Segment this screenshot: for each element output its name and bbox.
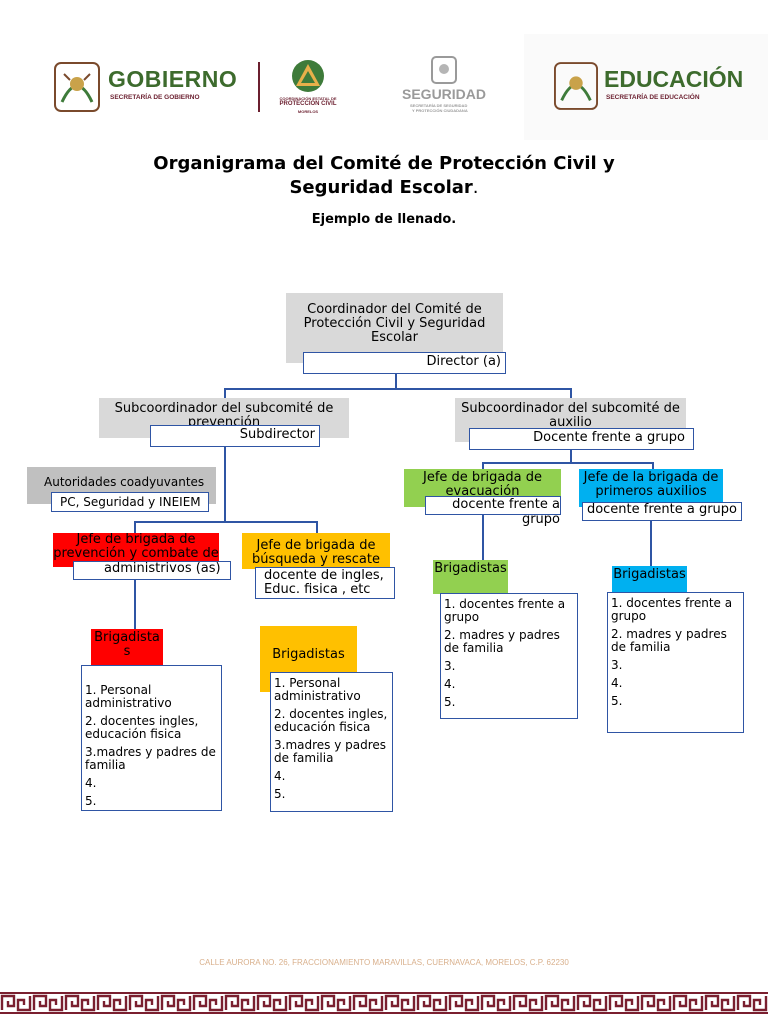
coordinator-value: Director (a) (426, 354, 501, 369)
connector (224, 447, 226, 522)
connector (482, 462, 484, 470)
connector (650, 521, 652, 567)
list-item: 4. (85, 776, 97, 790)
sub-prevention-field: Subdirector (150, 425, 320, 447)
logo-educacion-subtitle: SECRETARÍA DE EDUCACIÓN (606, 94, 700, 101)
list-item: 1. docentes frente a grupo (611, 596, 733, 623)
list-item: 5. (444, 695, 456, 709)
authorities-value: PC, Seguridad y INEIEM (60, 495, 201, 509)
list-item: 4. (274, 769, 286, 783)
connector (482, 515, 484, 563)
seguridad-logo: SEGURIDAD SECRETARÍA DE SEGURIDAD Y PROT… (400, 56, 490, 116)
sub-prevention-value: Subdirector (239, 427, 315, 442)
authorities-title: Autoridades coadyuvantes (44, 475, 205, 489)
sub-aid-field: Docente frente a grupo (469, 428, 694, 450)
connector (570, 388, 572, 400)
list-item: 2. madres y padres de familia (611, 627, 727, 654)
list-item: 2. docentes ingles, educación fisica (274, 707, 388, 734)
firstaid-brigade-field: docente frente a grupo (582, 502, 742, 521)
title-line-2-wrap: Seguridad Escolar. (100, 176, 668, 200)
list-item: 3.madres y padres de familia (274, 738, 387, 765)
list-item: 1. docentes frente a grupo (444, 597, 566, 624)
evac-brigadistas-list: 1. docentes frente a grupo 2. madres y p… (440, 593, 578, 719)
search-brigadistas-list: 1. Personal administrativo 2. docentes i… (270, 672, 393, 812)
title-period: . (472, 177, 479, 198)
logo-pc-line2: PROTECCIÓN CIVIL (279, 101, 337, 107)
evac-brigade-field: docente frente a grupo (425, 496, 561, 527)
logo-seguridad-line2: Y PROTECCIÓN CIUDADANA (412, 108, 468, 113)
authorities-field: PC, Seguridad y INEIEM (51, 492, 209, 512)
firstaid-brigadistas-list: 1. docentes frente a grupo 2. madres y p… (607, 592, 744, 733)
educacion-logo: EDUCACIÓN SECRETARÍA DE EDUCACIÓN (524, 34, 768, 140)
search-brigade-title: Jefe de brigada de búsqueda y rescate (252, 538, 380, 567)
connector (482, 462, 653, 464)
connector (570, 449, 572, 463)
evac-brigade-title: Jefe de brigada de evacuación (423, 470, 542, 499)
logo-educacion-title: EDUCACIÓN (604, 66, 744, 92)
logo-seguridad-title: SEGURIDAD (402, 86, 487, 102)
connector (134, 521, 136, 533)
proteccion-civil-logo: COORDINACIÓN ESTATAL DE PROTECCIÓN CIVIL… (272, 58, 352, 118)
list-item: 5. (611, 694, 623, 708)
connector (395, 373, 397, 389)
connector (652, 462, 654, 470)
list-item: 3. (444, 659, 456, 673)
sub-aid-value: Docente frente a grupo (533, 430, 685, 445)
firstaid-brigade-value: docente frente a grupo (586, 502, 737, 517)
civil-protection-icon (292, 60, 324, 92)
connector (134, 579, 136, 629)
sub-aid-title: Subcoordinador del subcomité de auxilio (461, 401, 680, 430)
logo-gobierno-subtitle: SECRETARÍA DE GOBIERNO (110, 94, 200, 101)
firstaid-brigadistas-label: Brigadistas (612, 566, 687, 594)
fire-brigadistas-label: Brigadistas (91, 629, 163, 665)
title-line-1: Organigrama del Comité de Protección Civ… (153, 153, 615, 174)
footer-address: CALLE AURORA NO. 26, FRACCIONAMIENTO MAR… (199, 958, 569, 967)
list-item: 2. docentes ingles, educación fisica (85, 714, 199, 741)
firstaid-brigadistas-text: Brigadistas (613, 567, 686, 582)
evac-brigadistas-text: Brigadistas (434, 561, 507, 576)
list-item: 5. (274, 787, 286, 801)
logo-pc-line3: MORELOS (297, 109, 319, 114)
coordinator-title: Coordinador del Comité de Protección Civ… (303, 302, 486, 345)
gobierno-logo: GOBIERNO SECRETARÍA DE GOBIERNO (54, 60, 304, 116)
fire-brigadistas-list: 1. Personal administrativo 2. docentes i… (81, 665, 222, 811)
firstaid-brigade-box: Jefe de la brigada de primeros auxilios (579, 469, 723, 507)
search-brigade-box: Jefe de brigada de búsqueda y rescate (242, 533, 390, 569)
search-brigade-value: docente de ingles, Educ. fisica , etc (264, 568, 384, 597)
list-item: 4. (611, 676, 623, 690)
coordinator-box: Coordinador del Comité de Protección Civ… (286, 293, 503, 363)
connector (224, 388, 571, 390)
search-brigade-field: docente de ingles, Educ. fisica , etc (255, 567, 395, 599)
logo-gobierno-title: GOBIERNO (108, 66, 238, 92)
logo-divider (258, 62, 260, 112)
document-subtitle: Ejemplo de llenado. (311, 212, 457, 227)
logo-seguridad-line1: SECRETARÍA DE SEGURIDAD (410, 103, 468, 108)
connector (316, 521, 318, 533)
document-title: Organigrama del Comité de Protección Civ… (100, 152, 668, 200)
connector (224, 388, 226, 400)
morelos-emblem-icon (554, 62, 598, 110)
list-item: 3. (611, 658, 623, 672)
fire-brigade-field: administrivos (as) (73, 561, 231, 580)
fire-brigadistas-text: Brigadistas (94, 630, 160, 659)
list-item: 1. Personal administrativo (85, 683, 172, 710)
firstaid-brigade-title: Jefe de la brigada de primeros auxilios (583, 470, 719, 499)
list-item: 2. madres y padres de familia (444, 628, 560, 655)
morelos-emblem-icon (54, 62, 100, 112)
list-item: 3.madres y padres de familia (85, 745, 216, 772)
list-item: 4. (444, 677, 456, 691)
logo-pc-line1: COORDINACIÓN ESTATAL DE (279, 96, 337, 101)
evac-brigadistas-label: Brigadistas (433, 560, 508, 594)
footer-pattern-icon (0, 992, 768, 1014)
list-item: 1. Personal administrativo (274, 676, 361, 703)
connector (134, 521, 317, 523)
list-item: 5. (85, 794, 97, 808)
evac-brigade-value: docente frente a grupo (452, 497, 560, 527)
title-line-2: Seguridad Escolar (289, 177, 473, 198)
coordinator-field: Director (a) (303, 352, 506, 374)
fire-brigade-value: administrivos (as) (104, 561, 221, 576)
search-brigadistas-text: Brigadistas (272, 647, 345, 662)
seguridad-emblem-icon (431, 56, 457, 84)
